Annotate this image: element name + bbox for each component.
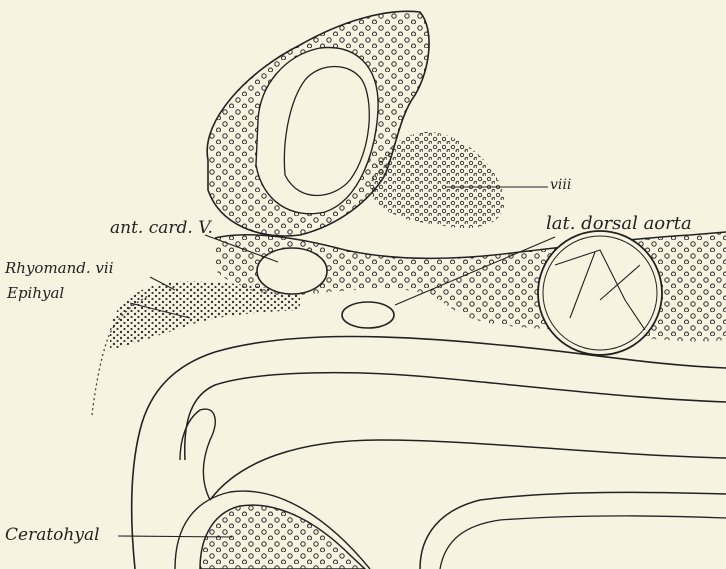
pharynx-wall-4 bbox=[210, 440, 726, 500]
pharynx-wall-2 bbox=[185, 373, 726, 460]
label-rhyomand-vii: Rhyomand. vii bbox=[5, 261, 114, 276]
label-ant-card-v: ant. card. V. bbox=[110, 220, 213, 237]
label-lat-dorsal-aorta: lat. dorsal aorta bbox=[546, 215, 692, 233]
pharynx-wall-6 bbox=[440, 516, 726, 569]
lateral-dorsal-aorta bbox=[342, 302, 394, 328]
label-viii: viii bbox=[550, 178, 571, 192]
label-ceratohyal: Ceratohyal bbox=[5, 527, 100, 544]
epihyal-region bbox=[110, 282, 300, 350]
anterior-cardinal-vein bbox=[257, 248, 327, 294]
label-epihyal: Epihyal bbox=[7, 286, 64, 301]
